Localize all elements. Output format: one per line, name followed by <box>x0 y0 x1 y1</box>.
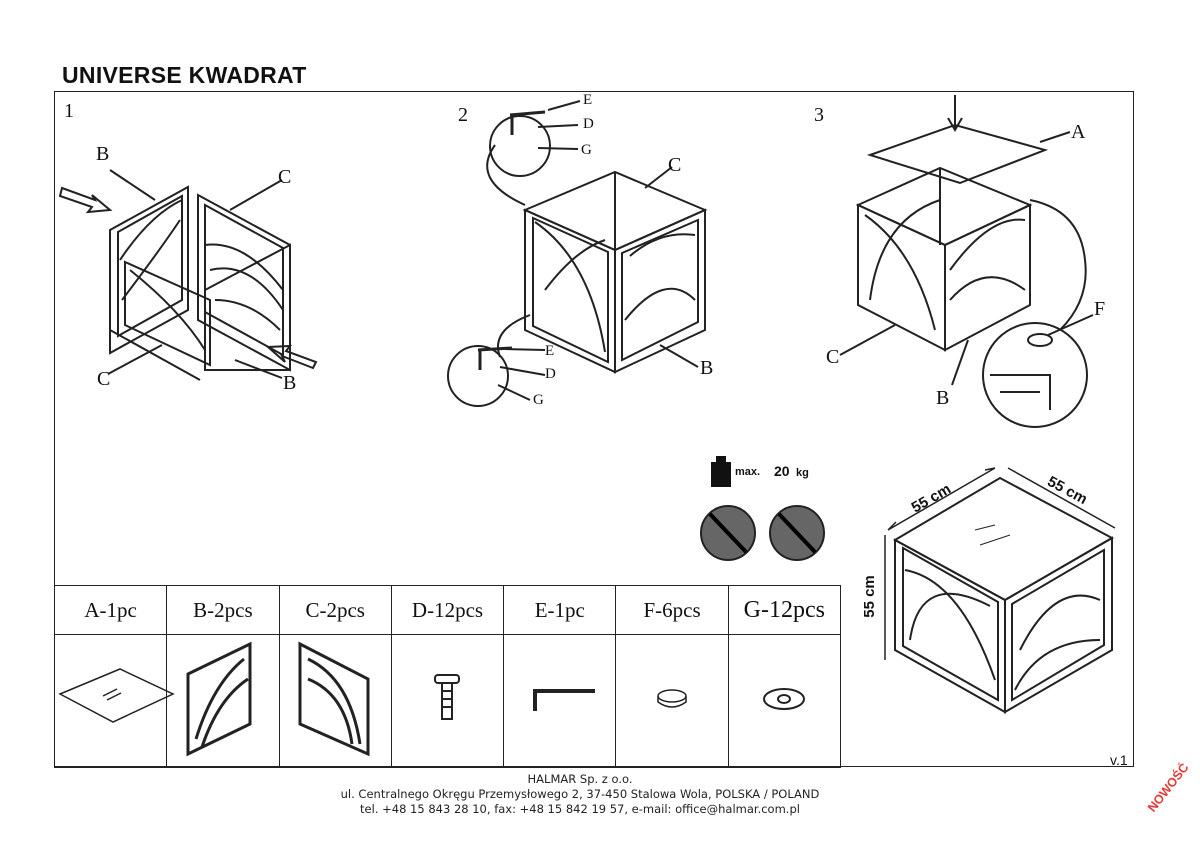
part-label: C <box>668 154 682 176</box>
part-header: B-2pcs <box>166 585 280 635</box>
max-load-label: max. <box>735 466 761 478</box>
no-standing-icon <box>769 505 825 561</box>
dimensions-illustration <box>884 467 1116 714</box>
frame-b-icon <box>166 634 280 768</box>
weight-icon <box>711 456 731 487</box>
part-label: F <box>1094 298 1106 320</box>
pad-icon <box>615 634 729 768</box>
part-label: A <box>1071 121 1086 143</box>
part-label: C <box>278 166 292 188</box>
max-load-unit: kg <box>796 467 809 479</box>
part-label: G <box>533 392 544 408</box>
part-label: D <box>583 116 594 132</box>
footer-address: ul. Centralnego Okręgu Przemysłowego 2, … <box>340 787 820 801</box>
part-label: C <box>826 346 840 368</box>
part-header: E-1pc <box>503 585 617 635</box>
part-header: A-1pc <box>53 585 168 635</box>
version-label: v.1 <box>1110 752 1128 768</box>
part-header: D-12pcs <box>390 585 505 635</box>
page-title: UNIVERSE KWADRAT <box>62 62 307 88</box>
footer-contact: tel. +48 15 843 28 10, fax: +48 15 842 1… <box>360 802 800 816</box>
part-label: G <box>581 142 592 158</box>
washer-icon <box>727 634 842 768</box>
step2-illustration <box>447 100 708 407</box>
step-number: 1 <box>64 100 74 122</box>
frame-c-icon <box>278 634 392 768</box>
part-header: G-12pcs <box>727 585 842 635</box>
part-label: B <box>283 372 297 394</box>
step3-illustration <box>839 95 1094 428</box>
dimension-height: 55 cm <box>860 575 878 618</box>
no-climbing-icon <box>700 505 756 561</box>
part-label: E <box>545 343 555 359</box>
allen-key-icon <box>503 634 617 768</box>
part-label: D <box>545 366 556 382</box>
part-label: C <box>97 368 111 390</box>
part-header: F-6pcs <box>615 585 729 635</box>
part-label: B <box>936 387 950 409</box>
part-label: B <box>96 143 110 165</box>
footer-company: HALMAR Sp. z o.o. <box>527 772 633 786</box>
step1-illustration <box>58 169 318 381</box>
part-label: B <box>700 357 714 379</box>
parts-table: A-1pc B-2pcs C-2pcs D-12pcs E-1pc F-6pcs… <box>53 585 842 768</box>
part-label: E <box>583 92 593 108</box>
step-number: 2 <box>458 104 468 126</box>
step-number: 3 <box>814 104 824 126</box>
max-load-value: 20 <box>774 463 790 479</box>
part-header: C-2pcs <box>278 585 392 635</box>
glass-top-icon <box>53 634 175 768</box>
screw-icon <box>390 634 505 768</box>
